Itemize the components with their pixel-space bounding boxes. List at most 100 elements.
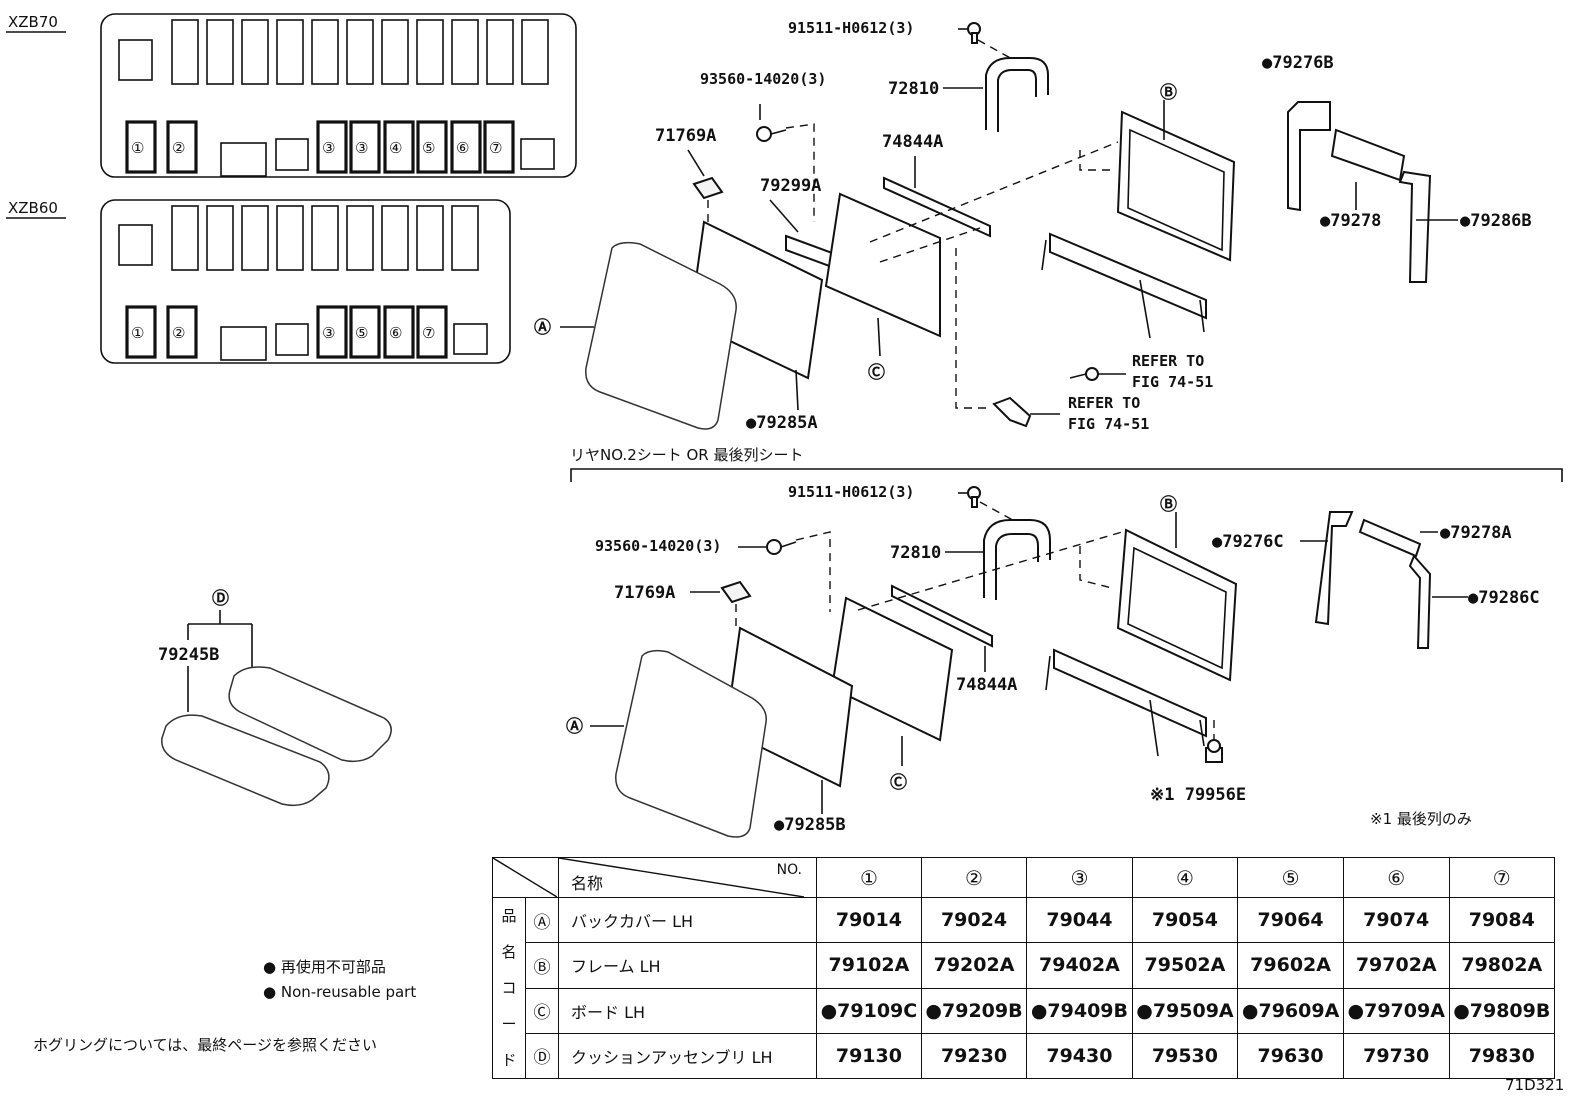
part-number-cell: 79730 <box>1342 1032 1450 1080</box>
part-number-cell: 79014 <box>816 896 922 944</box>
xzb70-cell-3a: ③ <box>322 139 335 157</box>
lower-286-label: ●79286C <box>1468 588 1540 608</box>
xzb60-layout: XZB60 ① ② ③ ⑤ ⑥ ⑦ <box>6 199 511 364</box>
lower-back-cover-part <box>615 649 767 838</box>
part-number-cell: 79830 <box>1448 1032 1556 1080</box>
table-row: Ⓓ クッションアッセンブリ LH 79130 79230 79430 79530… <box>493 1032 1556 1080</box>
lower-frame-b-label: Ⓑ <box>1160 494 1177 515</box>
part-number-cell: 79064 <box>1237 896 1344 944</box>
lower-nut-label: ※1 79956E <box>1150 785 1246 805</box>
row-name: クッションアッセンブリ LH <box>558 1032 817 1080</box>
xzb70-cell-3b: ③ <box>355 139 368 157</box>
lower-pad-286-part <box>1408 554 1432 649</box>
col-header: ① <box>816 857 922 898</box>
xzb60-cell-3: ③ <box>322 324 335 342</box>
row-marker: Ⓓ <box>525 1032 559 1080</box>
lower-bar-label: 74844A <box>956 675 1017 695</box>
row-marker: Ⓐ <box>525 896 559 944</box>
header-name: 名称 <box>571 874 604 893</box>
lower-cover-a-label: Ⓐ <box>566 716 583 737</box>
part-number-cell: 79084 <box>1448 896 1556 944</box>
xzb70-layout: XZB70 ① ② ③ ③ <box>6 13 577 178</box>
part-number-cell: 79430 <box>1026 1032 1133 1080</box>
xzb60-top-seats <box>171 205 479 271</box>
legend: ● 再使用不可部品 ● Non-reusable part <box>263 958 416 1001</box>
lower-board-part <box>830 596 954 742</box>
part-number-cell: ●79809B <box>1448 987 1556 1034</box>
lower-clip-label: 71769A <box>614 583 675 603</box>
nut-icon <box>1205 739 1223 763</box>
upper-board-part <box>824 192 941 338</box>
upper-frame-part <box>1041 110 1236 339</box>
lower-note: ※1 最後列のみ <box>1370 810 1472 828</box>
bar-part <box>883 176 991 238</box>
xzb60-cell-6: ⑥ <box>389 324 402 342</box>
upper-frame-b-label: Ⓑ <box>1160 82 1177 103</box>
xzb70-label: XZB70 <box>8 13 58 31</box>
col-header: ③ <box>1026 857 1133 898</box>
xzb70-cell-1: ① <box>131 139 144 157</box>
cushion-left-part <box>161 714 330 807</box>
part-number-cell: 79630 <box>1237 1032 1344 1080</box>
part-number-cell: 79530 <box>1131 1032 1239 1080</box>
cushion-part-label: 79245B <box>158 645 219 665</box>
screw-icon <box>766 539 797 555</box>
part-number-cell: ●79709A <box>1342 987 1450 1034</box>
xzb60-cell-7: ⑦ <box>422 324 435 342</box>
part-number-cell: ●79209B <box>920 987 1028 1034</box>
bolt-icon <box>967 22 981 44</box>
upper-screw-label: 93560-14020(3) <box>700 70 826 88</box>
col-header: ⑦ <box>1448 857 1556 898</box>
screw-icon <box>756 126 787 142</box>
clip-part <box>720 580 752 604</box>
part-number-cell: 79402A <box>1026 942 1133 989</box>
parts-table: 名称 NO. ① ② ③ ④ ⑤ ⑥ ⑦ 品名コード Ⓐ バックカバー LH 7… <box>492 857 1556 1080</box>
lower-278-label: ●79278A <box>1440 523 1512 543</box>
part-number-cell: 79802A <box>1448 942 1556 989</box>
xzb70-cell-7: ⑦ <box>489 139 502 157</box>
bolt-icon <box>967 486 981 508</box>
xzb70-top-seats <box>171 19 549 85</box>
row-marker: Ⓒ <box>525 987 559 1034</box>
xzb60-cell-2: ② <box>172 324 185 342</box>
cushion-marker: Ⓓ <box>212 588 229 609</box>
part-number-cell: 79074 <box>1342 896 1450 944</box>
upper-headrest-label: 72810 <box>888 79 939 99</box>
upper-286-label: ●79286B <box>1460 211 1532 231</box>
footer-note: ホグリングについては、最終ページを参照ください <box>33 1036 377 1054</box>
upper-clip-label: 71769A <box>655 126 716 146</box>
refer-2-line-b: FIG 74-51 <box>1068 415 1149 433</box>
col-header: ⑥ <box>1342 857 1450 898</box>
upper-pad-286-part <box>1398 170 1432 283</box>
part-number-cell: 79054 <box>1131 896 1239 944</box>
col-header: ④ <box>1131 857 1239 898</box>
part-number-cell: ●79409B <box>1026 987 1133 1034</box>
xzb60-label: XZB60 <box>8 199 58 217</box>
part-number-cell: 79502A <box>1131 942 1239 989</box>
bar-part <box>891 584 993 648</box>
section-title: リヤNO.2シート OR 最後列シート <box>570 446 804 464</box>
row-name: バックカバー LH <box>558 896 817 944</box>
table-row: Ⓑ フレーム LH 79102A 79202A 79402A 79502A 79… <box>493 942 1556 989</box>
refer-bolt-icon <box>1069 367 1099 381</box>
row-name: フレーム LH <box>558 942 817 989</box>
table-header-row: 名称 NO. ① ② ③ ④ ⑤ ⑥ ⑦ <box>492 857 1556 898</box>
table-row: 品名コード Ⓐ バックカバー LH 79014 79024 79044 7905… <box>492 896 1556 1079</box>
upper-276-label: ●79276B <box>1262 53 1334 73</box>
lower-276-label: ●79276C <box>1212 532 1284 552</box>
part-number-cell: 79202A <box>920 942 1028 989</box>
part-number-cell: 79024 <box>920 896 1028 944</box>
part-number-cell: 79102A <box>816 942 922 989</box>
lower-pad-label: ●79285B <box>774 815 846 835</box>
part-number-cell: 79044 <box>1026 896 1133 944</box>
upper-back-cover-part <box>585 241 737 430</box>
upper-pad-label: ●79285A <box>746 413 818 433</box>
lower-board-c-label: Ⓒ <box>890 772 907 793</box>
refer-1-line-b: FIG 74-51 <box>1132 373 1213 391</box>
header-no: NO. <box>776 862 802 878</box>
lower-screw-label: 93560-14020(3) <box>595 537 721 555</box>
xzb70-cell-4: ④ <box>389 139 402 157</box>
xzb60-cell-1: ① <box>131 324 144 342</box>
section-bracket <box>570 468 1563 482</box>
